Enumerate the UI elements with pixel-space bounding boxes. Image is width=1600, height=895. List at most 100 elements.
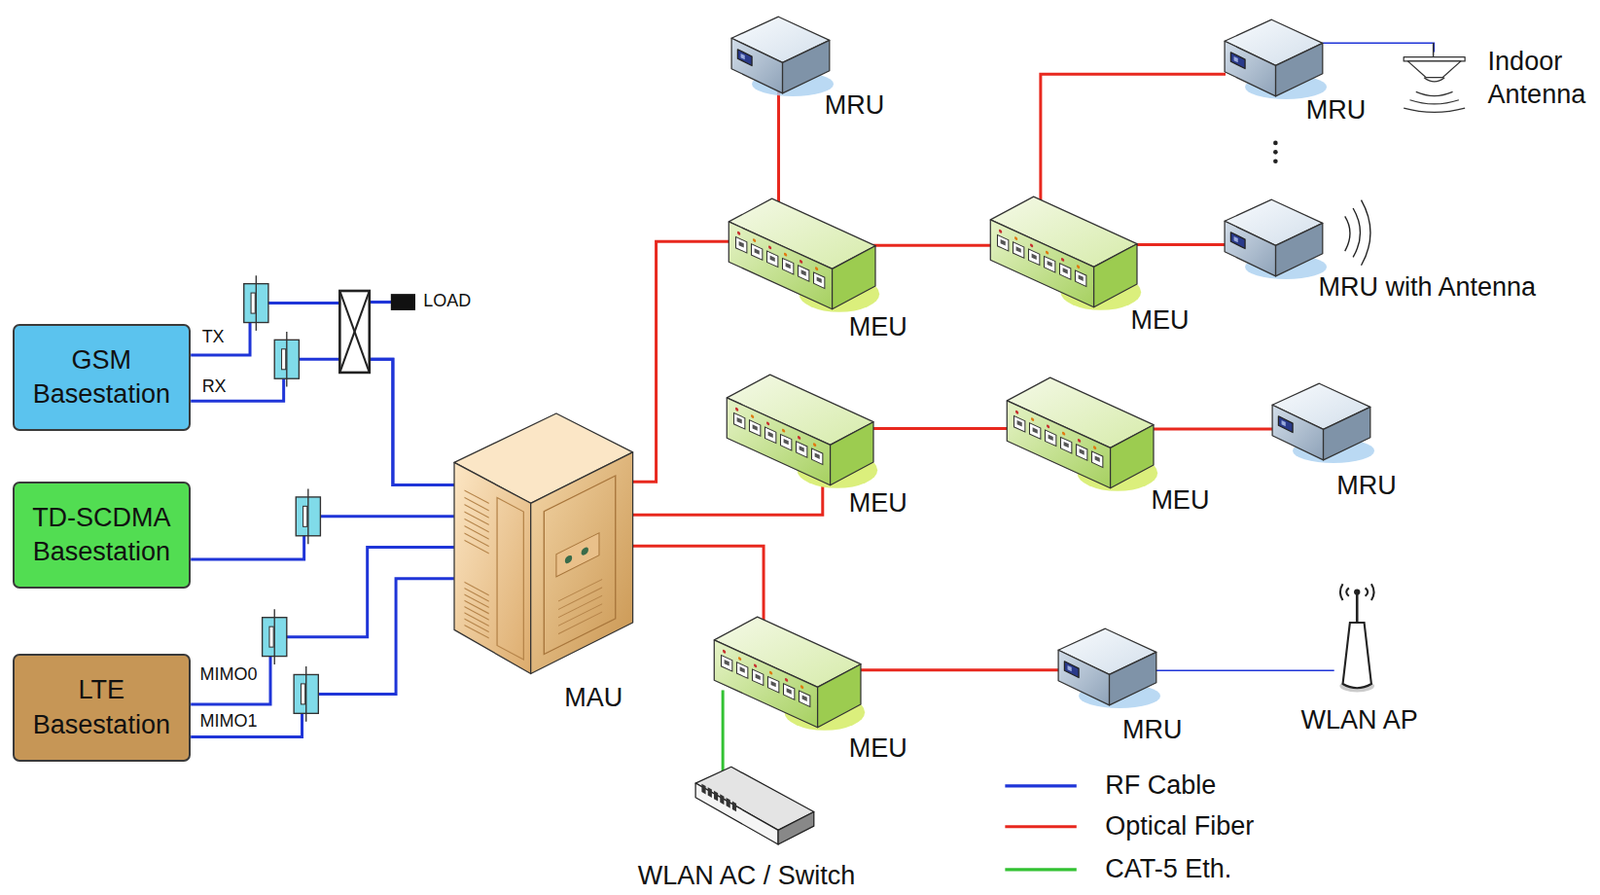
switch-port <box>726 797 731 809</box>
port-led <box>1077 437 1081 443</box>
mru-unit: MRU <box>1270 379 1373 466</box>
meu-front <box>990 219 1094 308</box>
symbol-group <box>244 141 1371 870</box>
switch-port <box>702 782 707 794</box>
port-led <box>813 442 817 448</box>
device-label: MRU <box>824 89 886 123</box>
cable-connector <box>1151 426 1274 430</box>
port-led <box>752 238 756 244</box>
antenna-tip <box>1424 77 1446 82</box>
port-led <box>784 677 788 683</box>
meu-unit: MEU <box>726 193 878 320</box>
network-port <box>795 440 807 458</box>
mru-front <box>1058 649 1109 706</box>
filter-symbol <box>244 275 269 331</box>
mru-unit-icon <box>1222 195 1325 283</box>
network-port <box>1043 256 1055 274</box>
antenna-stem <box>1432 42 1434 58</box>
network-port <box>750 244 762 261</box>
antenna-dome <box>1408 61 1462 78</box>
port-jack <box>1048 434 1054 441</box>
part-label: LOAD <box>421 290 473 312</box>
network-port <box>813 272 824 289</box>
mru-unit-icon <box>1056 624 1159 712</box>
port-led <box>799 259 803 265</box>
meu-unit-icon <box>726 193 878 320</box>
legend-sample-line <box>1004 783 1076 787</box>
device-label: MEU <box>849 311 908 345</box>
cable-connector <box>1322 42 1435 52</box>
port-jack <box>754 248 760 255</box>
indicator-light <box>580 545 588 557</box>
ellipsis-dot <box>1273 141 1279 146</box>
device-label: WLAN AC / Switch <box>638 859 856 893</box>
meu-front <box>714 640 818 728</box>
indoor-antenna: Indoor Antenna <box>1399 42 1469 120</box>
port-led <box>768 245 772 250</box>
port-row <box>702 782 738 812</box>
port-led <box>800 684 804 690</box>
cable-connector <box>632 486 822 515</box>
mru-front <box>731 37 783 94</box>
box-text-group: LTE Basestation <box>20 673 184 742</box>
circulator-cross <box>339 290 369 373</box>
network-port <box>1061 436 1072 454</box>
vent-slot <box>463 511 489 525</box>
radio-wave <box>1345 215 1351 251</box>
network-port <box>1076 444 1088 462</box>
port-jack <box>801 270 807 277</box>
network-port <box>768 676 780 694</box>
circulator-symbol <box>339 290 369 373</box>
meu-side <box>1093 244 1137 308</box>
mru-unit: MRU <box>1056 624 1159 712</box>
port-led <box>769 671 773 676</box>
wlan-switch: WLAN AC / Switch <box>693 760 817 853</box>
wlan-ap-icon <box>1331 579 1383 695</box>
port-jack <box>802 695 808 702</box>
port-led <box>783 252 787 258</box>
mru-panel <box>1064 661 1079 678</box>
port-jack <box>740 667 746 674</box>
cable-connector <box>1040 73 1226 202</box>
vent-slot <box>463 588 489 602</box>
filter-element <box>300 683 305 705</box>
device-label: MEU <box>849 732 908 766</box>
rf-cable <box>369 300 392 304</box>
vent-slot <box>463 504 489 518</box>
filter-line <box>307 489 309 545</box>
network-port <box>764 426 776 444</box>
port-jack <box>1077 275 1083 282</box>
port-jack <box>814 452 819 459</box>
port-row <box>1014 409 1103 468</box>
legend-sample-line <box>1004 867 1076 871</box>
network-port <box>735 237 747 254</box>
mru-front <box>1224 221 1276 278</box>
meu-unit: MEU <box>1004 372 1156 498</box>
port-led <box>1062 430 1066 436</box>
port-led <box>1093 445 1097 451</box>
network-port <box>733 412 745 429</box>
cable-connector <box>858 668 1060 672</box>
box-label: TD-SCDMA Basestation <box>20 500 184 569</box>
mau-cabinet: MAU <box>454 413 634 675</box>
ellipsis-dot <box>1273 149 1279 155</box>
device-label: MEU <box>849 487 908 521</box>
port-jack <box>1017 420 1023 427</box>
meu-unit-icon <box>724 369 876 496</box>
cabinet-left <box>454 462 532 674</box>
mru-side <box>782 39 830 94</box>
mru-panel <box>1279 416 1294 433</box>
mru-side <box>1108 651 1156 706</box>
port-jack <box>786 688 792 695</box>
vent-group <box>463 479 524 660</box>
ellipsis-dot <box>1273 158 1279 164</box>
port-jack <box>1031 253 1036 260</box>
port-led <box>750 413 754 419</box>
meu-side <box>817 664 861 728</box>
filter-element <box>282 349 286 370</box>
meu-front <box>1007 400 1111 489</box>
cable-connector <box>190 358 455 485</box>
cable-connector <box>190 303 455 486</box>
network-port <box>783 683 795 701</box>
mru-unit: MRU <box>1222 15 1325 103</box>
